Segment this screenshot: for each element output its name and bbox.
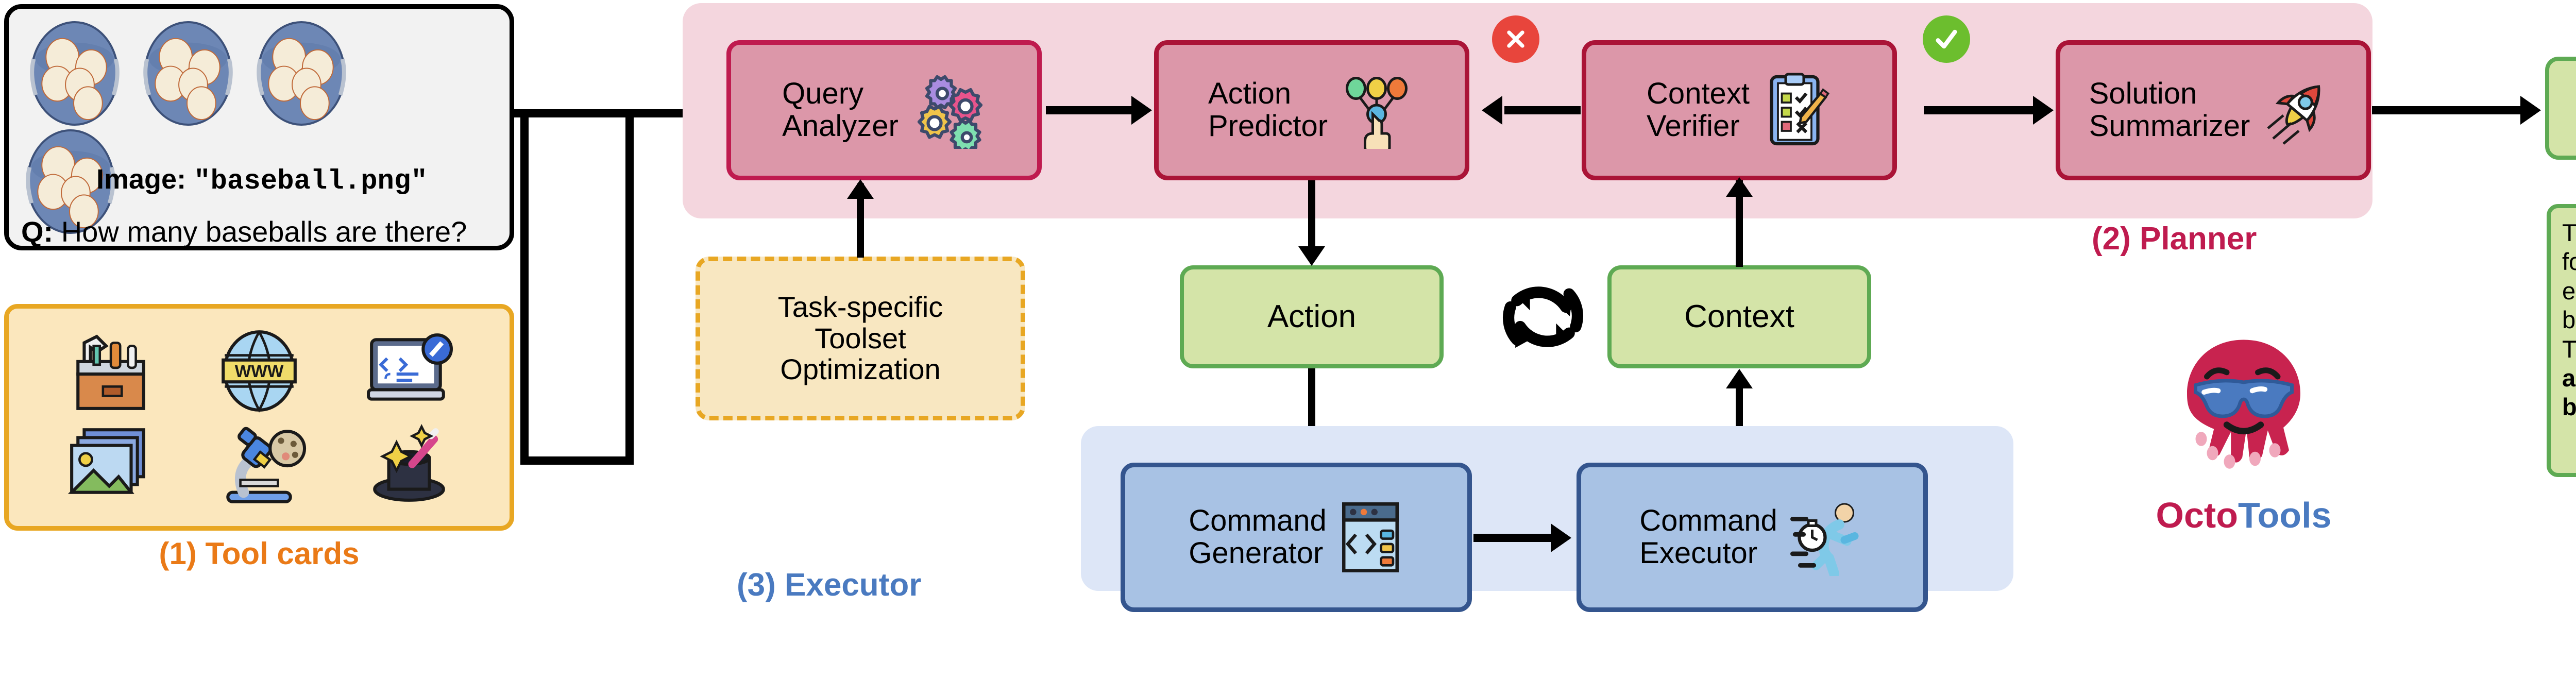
context-node[interactable]: Context bbox=[1607, 265, 1871, 368]
runner-stopwatch-icon bbox=[1790, 503, 1859, 576]
cmdexec-to-context-arrow bbox=[1726, 369, 1753, 388]
brand-part-tools: Tools bbox=[2238, 495, 2332, 535]
answer-node[interactable]: Answer bbox=[2545, 57, 2576, 160]
close-icon bbox=[1507, 30, 1524, 48]
ap-to-action-line bbox=[1308, 180, 1315, 247]
command-executor-node[interactable]: Command Executor bbox=[1577, 463, 1928, 612]
question-prefix: Q: bbox=[21, 215, 54, 248]
action-label: Action bbox=[1267, 298, 1357, 334]
action-predictor-label: Action Predictor bbox=[1208, 77, 1328, 143]
cv-to-ss-line bbox=[1924, 106, 2035, 114]
context-verifier-label: Context Verifier bbox=[1647, 77, 1750, 143]
answer-detail-card: The image shows four blue buckets, each … bbox=[2547, 204, 2576, 477]
answer-detail-bold: there are a total of 20 baseballs. bbox=[2562, 364, 2576, 421]
command-generator-node[interactable]: Command Generator bbox=[1121, 463, 1472, 612]
qa-to-ap-arrow bbox=[1131, 96, 1152, 125]
image-filename-value: "baseball.png" bbox=[194, 166, 428, 197]
select-node-icon bbox=[1346, 77, 1408, 149]
feed-bottom-line bbox=[520, 456, 634, 465]
solution-summarizer-node[interactable]: Solution Summarizer bbox=[2056, 40, 2371, 180]
context-label: Context bbox=[1684, 298, 1794, 334]
www-text: WWW bbox=[235, 362, 284, 381]
code-editor-icon[interactable] bbox=[358, 327, 461, 415]
gears-icon bbox=[917, 75, 982, 149]
approve-badge bbox=[1923, 15, 1970, 63]
check-icon bbox=[1936, 29, 1957, 49]
cmdgen-to-cmdexec-line bbox=[1473, 534, 1553, 542]
microscope-icon[interactable] bbox=[208, 420, 311, 508]
code-window-icon bbox=[1342, 502, 1399, 572]
context-to-cv-line bbox=[1736, 180, 1743, 267]
image-gallery-icon[interactable] bbox=[58, 420, 161, 508]
cv-to-ap-arrow bbox=[1482, 96, 1502, 125]
feed-vertical-line bbox=[520, 112, 529, 465]
tool-cards-label: (1) Tool cards bbox=[159, 536, 360, 571]
feed-join-vertical bbox=[625, 109, 634, 465]
context-verifier-node[interactable]: Context Verifier bbox=[1582, 40, 1897, 180]
octopus-sunglasses-icon bbox=[2187, 340, 2300, 469]
ap-to-action-arrow bbox=[1298, 246, 1325, 266]
toolset-optimization-label: Task-specific Toolset Optimization bbox=[777, 291, 943, 386]
answer-detail-plain: The image shows four blue buckets, each … bbox=[2562, 219, 2576, 363]
ss-to-answer-line bbox=[2372, 106, 2521, 114]
bucket-icon bbox=[257, 21, 346, 126]
brand-wordmark: OctoTools bbox=[2123, 495, 2365, 536]
bucket-icon bbox=[30, 21, 120, 126]
reject-badge bbox=[1492, 15, 1539, 63]
query-input-card: Image: "baseball.png" Q: How many baseba… bbox=[4, 4, 514, 250]
query-analyzer-node[interactable]: Query Analyzer bbox=[726, 40, 1042, 180]
feed-top-line bbox=[514, 109, 634, 117]
query-analyzer-label: Query Analyzer bbox=[782, 77, 899, 143]
image-label-prefix: Image: bbox=[96, 164, 187, 195]
action-node[interactable]: Action bbox=[1180, 265, 1444, 368]
cv-to-ss-arrow bbox=[2033, 96, 2054, 125]
cmdgen-to-cmdexec-arrow bbox=[1551, 523, 1571, 552]
ss-to-answer-arrow bbox=[2520, 96, 2541, 125]
command-generator-label: Command Generator bbox=[1189, 504, 1327, 570]
solution-summarizer-label: Solution Summarizer bbox=[2089, 77, 2250, 143]
toolset-to-qa-line bbox=[857, 183, 864, 258]
question-label: Q: How many baseballs are there? bbox=[21, 215, 467, 248]
brand-part-octo: Octo bbox=[2156, 495, 2238, 535]
image-filename-label: Image: "baseball.png" bbox=[96, 163, 428, 197]
toolbox-icon[interactable] bbox=[58, 327, 161, 415]
magic-hat-icon[interactable] bbox=[358, 420, 461, 508]
planner-label: (2) Planner bbox=[2092, 221, 2257, 257]
www-globe-icon[interactable]: WWW bbox=[208, 327, 311, 415]
refresh-cycle-icon bbox=[1503, 286, 1583, 348]
command-executor-label: Command Executor bbox=[1639, 504, 1777, 570]
checklist-icon bbox=[1770, 73, 1829, 146]
bucket-icon bbox=[26, 129, 115, 234]
tool-cards-panel: WWW bbox=[4, 304, 514, 531]
cv-to-ap-line bbox=[1504, 106, 1581, 114]
action-predictor-node[interactable]: Action Predictor bbox=[1154, 40, 1469, 180]
question-text: How many baseballs are there? bbox=[61, 215, 467, 248]
toolset-to-qa-arrow bbox=[847, 179, 874, 199]
qa-to-ap-line bbox=[1046, 106, 1133, 114]
context-to-cv-arrow bbox=[1726, 177, 1753, 197]
rocket-icon bbox=[2267, 85, 2320, 145]
toolset-optimization-node[interactable]: Task-specific Toolset Optimization bbox=[696, 257, 1025, 420]
bucket-icon bbox=[143, 21, 233, 126]
executor-label: (3) Executor bbox=[737, 567, 922, 603]
